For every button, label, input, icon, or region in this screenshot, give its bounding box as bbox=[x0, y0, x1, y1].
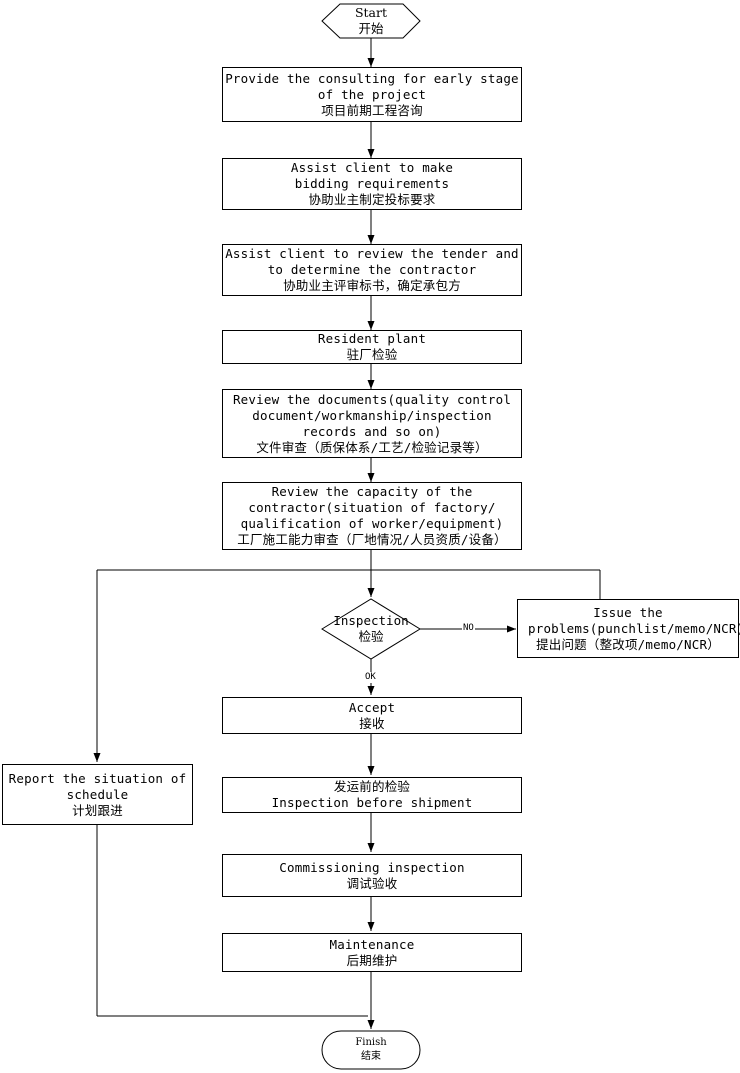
issue-problems: Issue the problems(punchlist/memo/NCR) 提… bbox=[517, 599, 740, 658]
step-label-en: Provide the consulting for early stage o… bbox=[225, 70, 519, 102]
step-label-en: Review the documents(quality control doc… bbox=[232, 391, 512, 439]
maintenance-label-cn: 后期维护 bbox=[346, 952, 398, 968]
no-edge-label: NO bbox=[462, 623, 475, 634]
commissioning-label-cn: 调试验收 bbox=[346, 875, 398, 891]
issue-label-en: Issue the problems(punchlist/memo/NCR) bbox=[528, 604, 740, 636]
step-commissioning-inspection: Commissioning inspection 调试验收 bbox=[222, 854, 522, 897]
step-label-cn: 协助业主评审标书，确定承包方 bbox=[283, 278, 461, 293]
report-label-cn: 计划跟进 bbox=[72, 802, 123, 818]
step-review-documents: Review the documents(quality control doc… bbox=[222, 389, 522, 458]
step-resident-plant: Resident plant 驻厂检验 bbox=[222, 330, 522, 364]
commissioning-label-en: Commissioning inspection bbox=[279, 859, 465, 875]
start-terminal-shape bbox=[321, 3, 421, 39]
step-early-consulting: Provide the consulting for early stage o… bbox=[222, 67, 522, 122]
decision-label-cn: 检验 bbox=[358, 629, 384, 644]
step-review-capacity: Review the capacity of the contractor(si… bbox=[222, 482, 522, 550]
issue-label-cn: 提出问题（整改项/memo/NCR） bbox=[536, 636, 720, 652]
report-label-en: Report the situation of schedule bbox=[8, 770, 187, 802]
ok-edge-label: OK bbox=[364, 672, 377, 683]
step-maintenance: Maintenance 后期维护 bbox=[222, 933, 522, 972]
finish-label-cn: 结束 bbox=[361, 1051, 381, 1062]
step-label-cn: 项目前期工程咨询 bbox=[321, 102, 423, 118]
step-label-cn: 驻厂检验 bbox=[346, 347, 398, 362]
start-terminal: Start 开始 bbox=[322, 3, 420, 39]
accept-label-cn: 接收 bbox=[359, 715, 385, 731]
step-bidding-requirements: Assist client to make bidding requiremen… bbox=[222, 158, 522, 210]
shipment-label-en: Inspection before shipment bbox=[271, 795, 473, 810]
start-label-en: Start bbox=[354, 5, 388, 20]
step-accept: Accept 接收 bbox=[222, 697, 522, 734]
step-label-cn: 文件审查（质保体系/工艺/检验记录等） bbox=[256, 439, 488, 455]
finish-terminal-shape bbox=[321, 1030, 421, 1070]
step-review-tender: Assist client to review the tender and t… bbox=[222, 244, 522, 296]
step-label-en: Assist client to make bidding requiremen… bbox=[290, 160, 454, 191]
finish-label-en: Finish bbox=[355, 1037, 387, 1048]
step-label-cn: 工厂施工能力审查（厂地情况/人员资质/设备） bbox=[237, 532, 507, 547]
step-inspection-before-shipment: 发运前的检验 Inspection before shipment bbox=[222, 777, 522, 813]
step-label-en: Assist client to review the tender and t… bbox=[225, 246, 519, 277]
start-label-cn: 开始 bbox=[358, 21, 384, 36]
decision-label-en: Inspection bbox=[333, 613, 409, 628]
accept-label-en: Accept bbox=[348, 699, 396, 715]
finish-terminal: Finish 结束 bbox=[322, 1031, 420, 1069]
decision-inspection: Inspection 检验 bbox=[322, 609, 420, 649]
step-label-en: Resident plant bbox=[317, 331, 427, 346]
step-label-en: Review the capacity of the contractor(si… bbox=[240, 484, 504, 531]
step-label-cn: 协助业主制定投标要求 bbox=[308, 192, 436, 207]
report-schedule: Report the situation of schedule 计划跟进 bbox=[2, 764, 193, 825]
shipment-label-cn: 发运前的检验 bbox=[333, 779, 411, 794]
maintenance-label-en: Maintenance bbox=[329, 936, 415, 952]
